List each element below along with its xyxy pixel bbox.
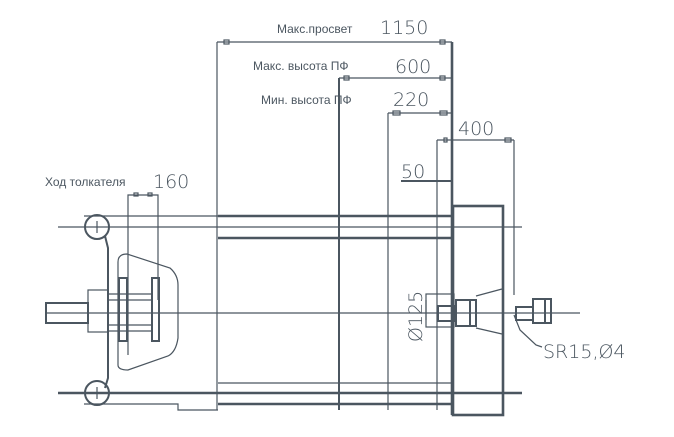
tip-value: SR15,Ø4 [543,341,626,363]
pusher-stroke-value: 160 [153,171,189,193]
pusher-stroke-label: Ход толкателя [45,175,125,189]
max-height-label: Макс. высота ПФ [253,59,349,73]
offset-value: 400 [458,118,494,140]
max-clearance-label: Макс.просвет [277,22,353,36]
max-height-value: 600 [395,56,431,78]
bottom-roller-icon [84,380,110,406]
max-clearance-value: 1150 [380,17,428,39]
min-height-value: 220 [393,89,429,111]
top-roller-icon [84,214,110,240]
step-value: 50 [401,161,425,183]
diameter-value: Ø125 [405,291,427,342]
min-height-label: Мин. высота ПФ [261,93,352,107]
rails [45,214,580,411]
press-head [425,204,552,417]
pusher-mechanism [45,192,179,389]
